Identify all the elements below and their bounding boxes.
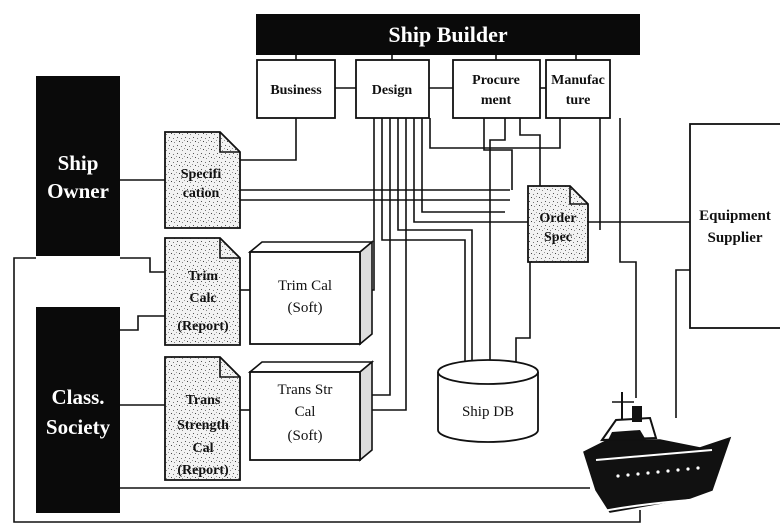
- document-trim-report: Trim Calc (Report): [165, 238, 240, 345]
- document-trim-report-label-2: Calc: [189, 291, 216, 306]
- department-procurement: Procure ment: [453, 60, 540, 118]
- equipment-supplier-box: [690, 124, 780, 328]
- document-specification-label-1: Specifi: [181, 167, 222, 182]
- department-business-label: Business: [270, 83, 322, 98]
- ship-db-label: Ship DB: [462, 404, 514, 420]
- software-trim-cal-box: [250, 252, 360, 344]
- software-trim-cal-label-2: (Soft): [288, 300, 323, 316]
- connector-class-trim: [120, 316, 165, 330]
- connector-design-order-2: [422, 118, 505, 212]
- software-trim-cal: Trim Cal (Soft): [250, 242, 372, 344]
- document-trans-report-label-3: Cal: [193, 441, 214, 456]
- connector-proc-db: [490, 118, 505, 362]
- class-society-node: Class. Society: [36, 307, 120, 513]
- department-business: Business: [257, 60, 335, 118]
- department-procurement-label-2: ment: [481, 93, 512, 108]
- connector-proc-order: [484, 118, 512, 190]
- software-trim-cal-label-1: Trim Cal: [278, 278, 332, 294]
- ship-db-top: [438, 360, 538, 384]
- class-society-label-1: Class.: [51, 385, 104, 409]
- connector-manu-ship: [620, 118, 636, 398]
- department-manufacture-label-1: Manufac: [551, 73, 605, 88]
- ship-builder-node: Ship Builder: [256, 14, 640, 55]
- software-trim-cal-top: [250, 242, 372, 252]
- ship-db-node: Ship DB: [438, 360, 538, 442]
- software-trans-str-cal-label-1: Trans Str: [278, 382, 333, 398]
- software-trim-cal-side: [360, 242, 372, 344]
- class-society-label-2: Society: [46, 415, 111, 439]
- software-trans-str-cal-side: [360, 362, 372, 460]
- document-trim-report-label-1: Trim: [188, 269, 218, 284]
- document-specification-label-2: cation: [183, 186, 220, 201]
- document-trans-report: Trans Strength Cal (Report): [165, 357, 240, 480]
- software-trans-str-cal-top: [250, 362, 372, 372]
- connector-db-order: [516, 262, 530, 362]
- ship-owner-label-1: Ship: [58, 151, 99, 175]
- connector-manu-order: [520, 118, 540, 190]
- department-design-label: Design: [372, 83, 413, 98]
- department-manufacture: Manufac ture: [546, 60, 610, 118]
- ship-icon: [584, 392, 730, 512]
- document-trans-report-label-4: (Report): [177, 463, 229, 478]
- software-trans-str-cal: Trans Str Cal (Soft): [250, 362, 372, 460]
- ship-owner-node: Ship Owner: [36, 76, 120, 256]
- connector-owner-trim: [120, 258, 165, 272]
- ship-owner-label-2: Owner: [47, 179, 109, 203]
- connector-design-db-1: [382, 118, 465, 362]
- equipment-supplier-label-1: Equipment: [699, 208, 771, 224]
- connector-business-spec: [240, 118, 296, 160]
- document-trans-report-label-1: Trans: [186, 393, 221, 408]
- software-trans-str-cal-label-2: Cal: [295, 404, 316, 420]
- class-society-bar: [36, 307, 120, 513]
- document-trim-report-label-3: (Report): [177, 319, 229, 334]
- equipment-supplier-node: Equipment Supplier: [690, 124, 780, 328]
- department-procurement-box: [453, 60, 540, 118]
- document-specification: Specifi cation: [165, 132, 240, 228]
- equipment-supplier-label-2: Supplier: [707, 230, 762, 246]
- connector-supplier-ship: [676, 270, 690, 418]
- document-trans-report-label-2: Strength: [177, 418, 229, 433]
- department-manufacture-label-2: ture: [566, 93, 591, 108]
- connector-design-order: [414, 118, 528, 222]
- ship-builder-label: Ship Builder: [388, 22, 507, 47]
- software-trans-str-cal-label-3: (Soft): [288, 428, 323, 444]
- document-order-spec-label-2: Spec: [544, 230, 572, 245]
- department-manufacture-box: [546, 60, 610, 118]
- document-order-spec: Order Spec: [528, 186, 588, 262]
- department-design: Design: [356, 60, 429, 118]
- department-procurement-label-1: Procure: [472, 73, 520, 88]
- document-order-spec-label-1: Order: [539, 211, 576, 226]
